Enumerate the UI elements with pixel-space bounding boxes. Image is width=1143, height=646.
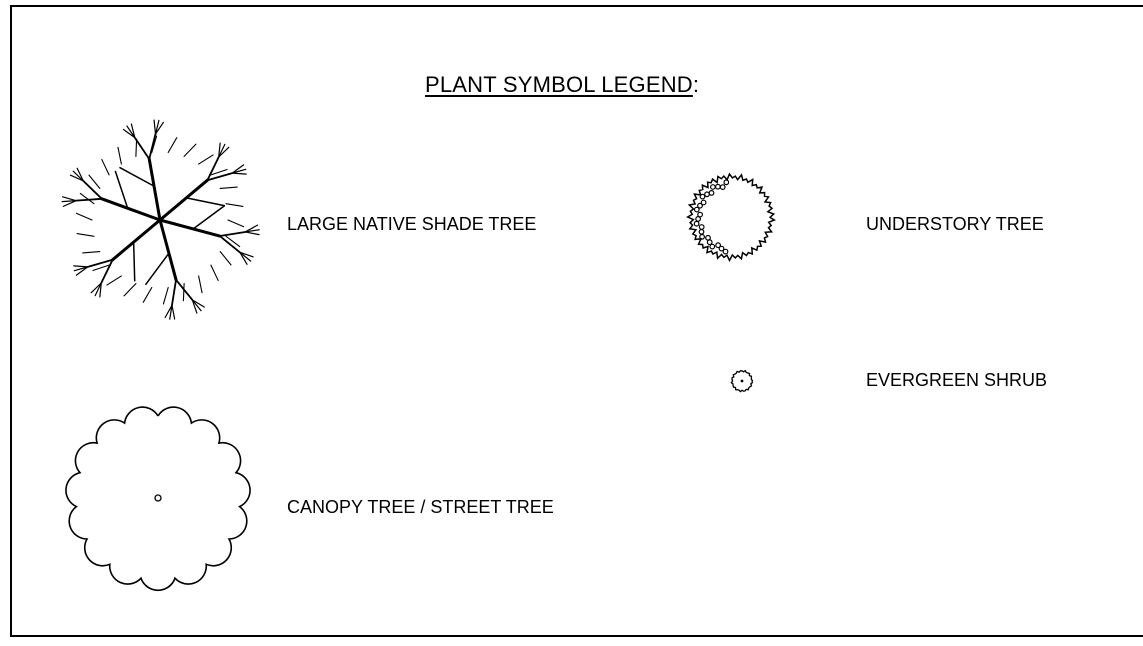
- legend-title-suffix: :: [692, 72, 700, 97]
- evergreen-shrub-icon: [730, 369, 754, 393]
- legend-frame: [10, 5, 1143, 637]
- understory-tree-icon: [686, 172, 776, 263]
- legend-title-text: PLANT SYMBOL LEGEND: [425, 72, 693, 97]
- large-native-shade-tree-label: LARGE NATIVE SHADE TREE: [287, 214, 537, 234]
- canopy-tree-label: CANOPY TREE / STREET TREE: [287, 497, 554, 517]
- canopy-tree-icon: [65, 406, 251, 592]
- understory-tree-label: UNDERSTORY TREE: [866, 214, 1044, 234]
- legend-title: PLANT SYMBOL LEGEND:: [425, 72, 699, 98]
- evergreen-shrub-label: EVERGREEN SHRUB: [866, 370, 1048, 390]
- large-native-shade-tree-icon: [61, 119, 260, 320]
